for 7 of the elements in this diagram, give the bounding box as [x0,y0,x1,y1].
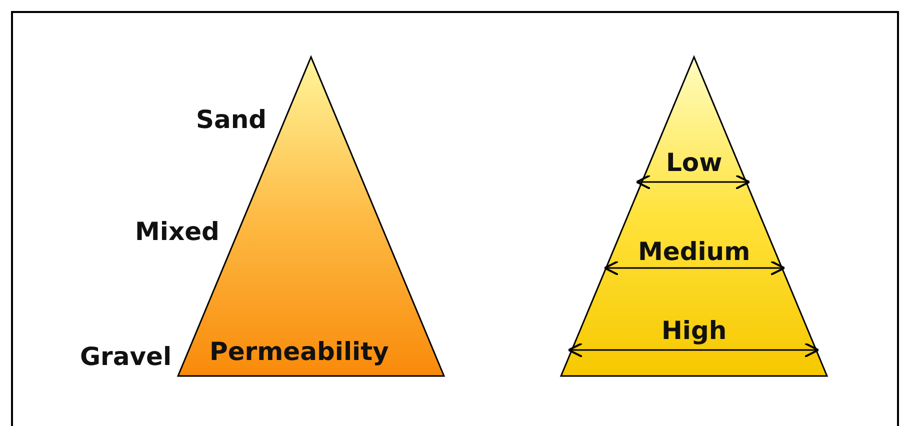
level-label: Low [666,150,722,175]
level-label: High [662,318,727,343]
level-label: Medium [638,239,750,264]
grain-label: Gravel [80,344,172,369]
triangle-label: Permeability [210,339,389,364]
grain-label: Mixed [135,219,220,244]
grain-label: Sand [196,107,267,132]
